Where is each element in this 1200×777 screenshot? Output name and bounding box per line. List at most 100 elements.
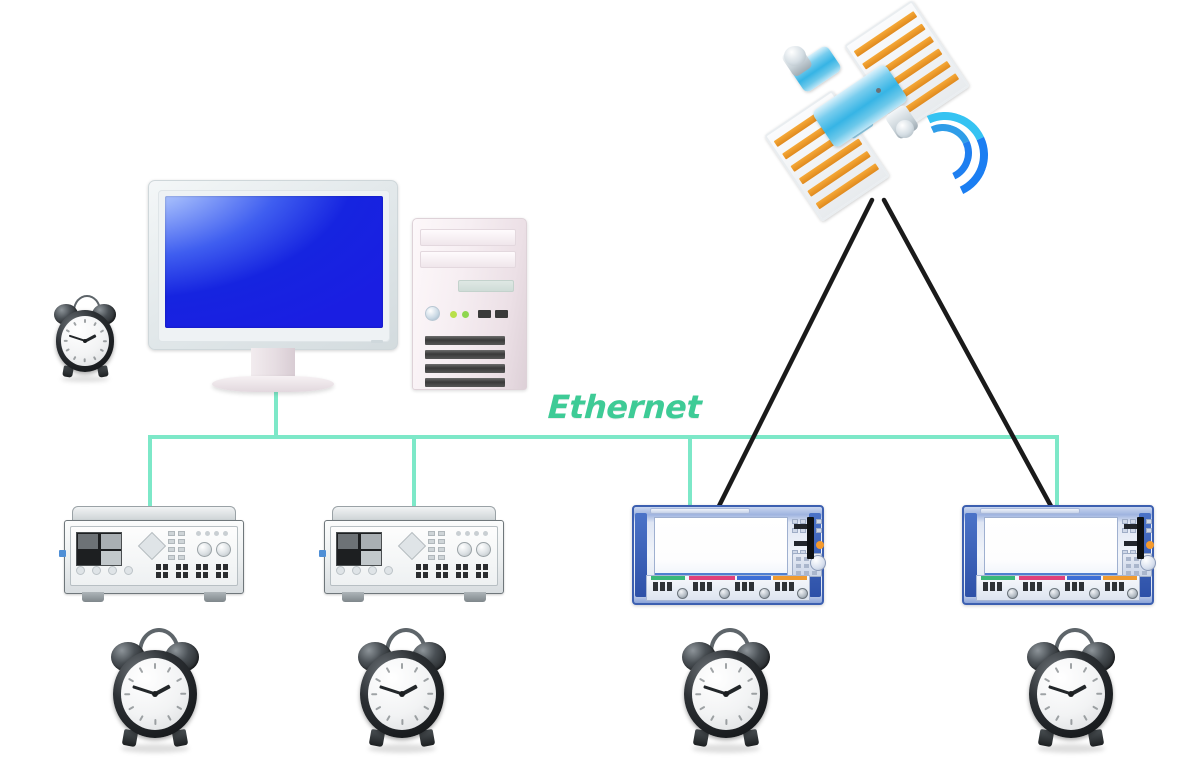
tower-led-activity [462, 311, 469, 318]
instrument-foot [82, 592, 104, 602]
clock-tick [698, 705, 705, 711]
pc-tower-icon [412, 218, 527, 390]
instrument-alert-led [816, 541, 824, 549]
instrument-top-shell [332, 506, 496, 522]
clock-tick [1043, 705, 1050, 711]
bnc-connector[interactable] [719, 588, 730, 599]
bnc-connector[interactable] [1089, 588, 1100, 599]
monitor-stand-base [212, 376, 334, 392]
clock-instrument-1 [105, 626, 205, 754]
clock-face [61, 315, 109, 366]
instrument-rotary-knob[interactable] [1140, 555, 1156, 571]
tower-chassis [412, 218, 527, 390]
clock-face [368, 658, 436, 730]
clock-center-pin [399, 691, 405, 697]
clock-tick [1039, 692, 1046, 696]
tower-drive-bay-2 [420, 251, 516, 268]
instrument-gray-icon[interactable] [319, 506, 504, 604]
satellite-thruster [896, 120, 914, 138]
clock-tick [153, 719, 157, 725]
clock-tick [65, 348, 71, 353]
clock-shadow [1037, 744, 1105, 753]
instrument-side-connector [319, 550, 326, 557]
clock-tick [176, 677, 183, 683]
tower-led-power [450, 311, 457, 318]
clock-tick [694, 692, 701, 696]
tower-vent-slot [425, 336, 505, 345]
monitor-bezel [148, 180, 398, 350]
tower-badge-panel [458, 280, 514, 292]
bnc-connector[interactable] [759, 588, 770, 599]
clock-instrument-2 [352, 626, 452, 754]
clock-tick [153, 663, 157, 669]
clock-shadow [121, 744, 189, 753]
instrument-top-handle [980, 508, 1080, 514]
bnc-connector[interactable] [677, 588, 688, 599]
clock-tick [138, 715, 144, 722]
instrument-rack-ear-left [635, 513, 647, 597]
instrument-rotary-knob[interactable] [810, 555, 826, 571]
clock-shadow [368, 744, 436, 753]
clock-tick [400, 663, 404, 669]
clock-tick [413, 715, 419, 722]
clock-tick [423, 677, 430, 683]
instrument-blue-icon[interactable] [962, 505, 1156, 605]
clock-tick [1069, 719, 1073, 725]
clock-tick [166, 715, 172, 722]
instrument-status-bar [1124, 541, 1140, 546]
port-band-green [981, 576, 1015, 580]
bnc-connector[interactable] [1049, 588, 1060, 599]
clock-tick [1092, 677, 1099, 683]
monitor-icon [148, 180, 398, 395]
instrument-status-bar [1124, 524, 1140, 529]
clock-tick [385, 666, 391, 673]
instrument-connector-panel[interactable] [646, 575, 810, 601]
clock-face [121, 658, 189, 730]
instrument-connector-bank[interactable] [416, 564, 494, 582]
clock-tick [93, 355, 97, 360]
instrument-connector-panel[interactable] [976, 575, 1140, 601]
tower-drive-bay-1 [420, 229, 516, 246]
clock-center-pin [82, 338, 88, 343]
instrument-status-bar [794, 524, 810, 529]
instrument-button-grid[interactable] [168, 531, 194, 561]
instrument-button-grid[interactable] [428, 531, 454, 561]
clock-face [1037, 658, 1105, 730]
instrument-knob[interactable] [216, 542, 231, 557]
port-band-green [651, 576, 685, 580]
clock-tick [426, 692, 433, 696]
clock-tick [747, 705, 754, 711]
port-band-orange [1103, 576, 1137, 580]
instrument-knob[interactable] [476, 542, 491, 557]
port-band-orange [773, 576, 807, 580]
tower-power-button [425, 306, 440, 321]
bnc-connector[interactable] [797, 588, 808, 599]
clock-tick [374, 677, 381, 683]
instrument-blue-icon[interactable] [632, 505, 826, 605]
bnc-connector[interactable] [1007, 588, 1018, 599]
clock-tick [709, 666, 715, 673]
clock-tick [166, 666, 172, 673]
instrument-knob[interactable] [457, 542, 472, 557]
instrument-gray-icon[interactable] [59, 506, 244, 604]
instrument-display [76, 532, 122, 566]
clock-tick [84, 319, 86, 324]
instrument-display [336, 532, 382, 566]
clock-tick [385, 715, 391, 722]
port-band-blue [737, 576, 771, 580]
port-band-red [1019, 576, 1065, 580]
tower-vent-slot [425, 350, 505, 359]
instrument-soft-keys[interactable] [336, 566, 402, 578]
instrument-connector-bank[interactable] [156, 564, 234, 582]
instrument-indicator-row [196, 531, 234, 537]
instrument-soft-keys[interactable] [76, 566, 142, 578]
clock-tick [1069, 663, 1073, 669]
clock-tick [1043, 677, 1050, 683]
instrument-foot [464, 592, 486, 602]
clock-shadow [61, 375, 109, 383]
instrument-knob[interactable] [197, 542, 212, 557]
bnc-connector[interactable] [1127, 588, 1138, 599]
clock-tick [84, 358, 86, 363]
